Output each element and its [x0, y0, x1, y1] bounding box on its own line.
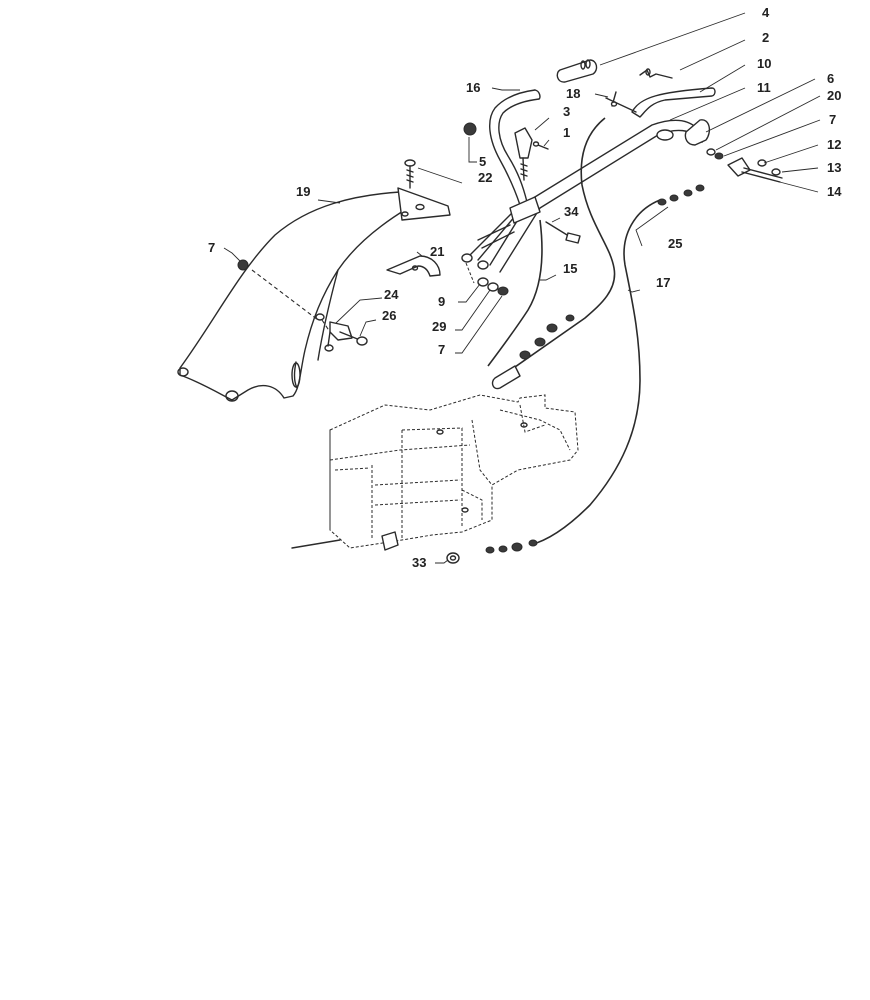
callout-22: 22: [478, 170, 492, 185]
callout-7-center: 7: [438, 342, 445, 357]
callout-24: 24: [384, 287, 399, 302]
bracket-21: [386, 255, 441, 277]
callout-10: 10: [757, 56, 771, 71]
lever-3: [514, 127, 533, 181]
callout-13: 13: [827, 160, 841, 175]
leader-lines: [223, 12, 821, 564]
callout-9: 9: [438, 294, 445, 309]
callout-2: 2: [762, 30, 769, 45]
callout-29: 29: [432, 319, 446, 334]
cable-25-fittings: [657, 184, 705, 206]
callout-11: 11: [757, 80, 771, 95]
cable-15-fittings: [491, 314, 575, 390]
gearbox-housing: [329, 394, 579, 551]
callout-5: 5: [479, 154, 486, 169]
callout-25: 25: [668, 236, 682, 251]
callout-labels: 4 2 10 11 6 20 7 12 13 14 16 18 3 1 5 22…: [208, 5, 842, 570]
callout-16: 16: [466, 80, 480, 95]
callout-20: 20: [827, 88, 841, 103]
bolt-22: [404, 159, 416, 189]
callout-6: 6: [827, 71, 834, 86]
fastener-stack: [477, 277, 509, 296]
fender-guard: [177, 187, 451, 402]
grip-4: [556, 59, 598, 83]
knob-5: [463, 122, 477, 136]
callout-12: 12: [827, 137, 841, 152]
lever-10: [631, 87, 716, 118]
part-33: [446, 552, 460, 564]
cable-tie-34: [545, 221, 581, 244]
cap-6: [684, 119, 711, 146]
callout-14: 14: [827, 184, 842, 199]
callout-3: 3: [563, 104, 570, 119]
callout-1: 1: [563, 125, 570, 140]
cable-17: [529, 199, 661, 546]
callout-34: 34: [564, 204, 579, 219]
cable-17-fittings: [485, 539, 538, 554]
cable-15: [504, 117, 616, 375]
throttle-lever: [727, 157, 783, 183]
bracket-24: [324, 321, 353, 352]
callout-4: 4: [762, 5, 770, 20]
callout-15: 15: [563, 261, 577, 276]
nut-7-left: [237, 259, 249, 271]
callout-7-right: 7: [829, 112, 836, 127]
screw-1: [532, 141, 549, 150]
callout-7-left: 7: [208, 240, 215, 255]
clip-2: [639, 68, 673, 79]
callout-18: 18: [566, 86, 580, 101]
bolt-26: [339, 331, 368, 346]
callout-21: 21: [430, 244, 444, 259]
callout-33: 33: [412, 555, 426, 570]
screw-18: [605, 91, 637, 113]
callout-17: 17: [656, 275, 670, 290]
callout-19: 19: [296, 184, 310, 199]
callout-26: 26: [382, 308, 396, 323]
